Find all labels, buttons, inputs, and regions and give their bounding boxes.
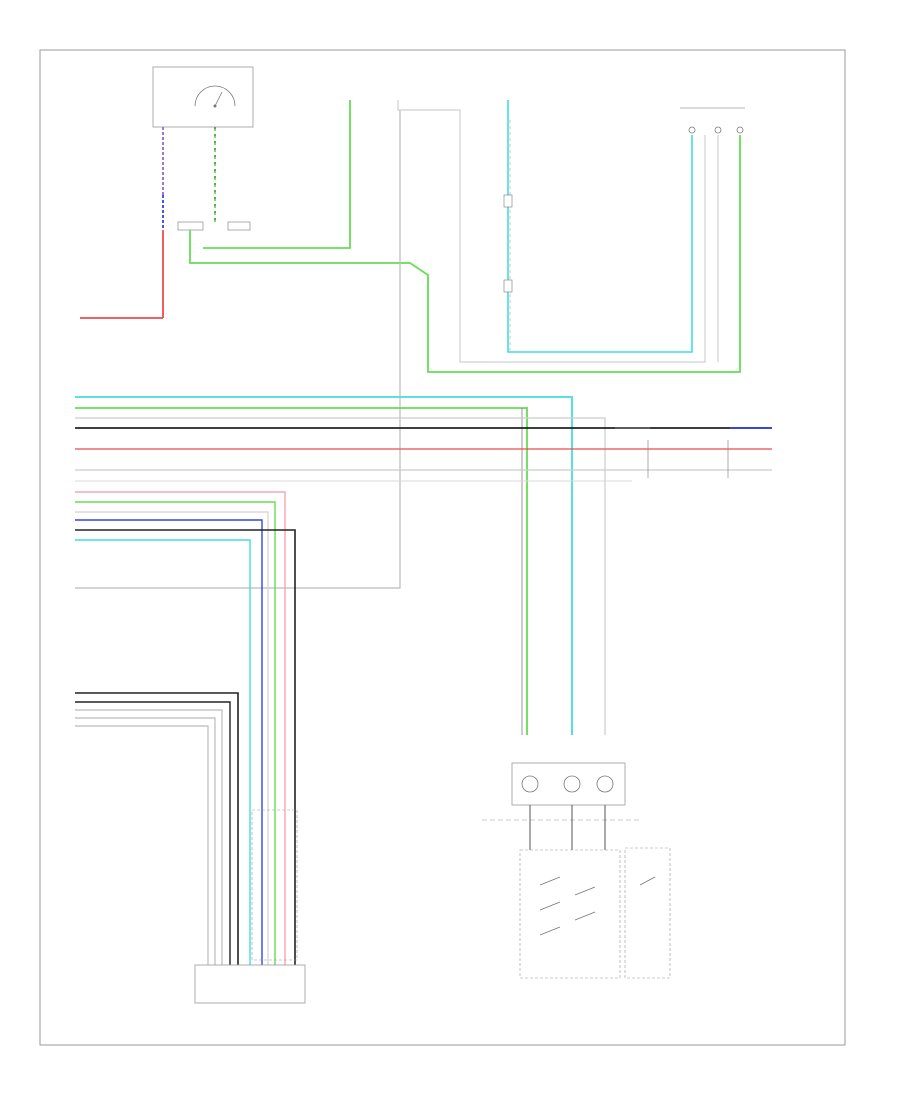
bottom-left-bundle	[75, 692, 239, 965]
wire-green-joint	[189, 100, 741, 373]
bottom-right-switch	[624, 847, 671, 979]
top-fuse-wires	[75, 100, 706, 589]
left-lower-bus	[75, 491, 296, 965]
joint-connectors	[177, 221, 251, 231]
dashed-section	[251, 809, 298, 961]
wire-violet-red	[80, 127, 164, 319]
bottom-center-switch	[482, 762, 640, 979]
mid-right-switch	[615, 427, 729, 478]
bottom-left-connector	[194, 964, 306, 1004]
top-left-module	[152, 66, 254, 128]
diagram-frame	[39, 49, 846, 1046]
middle-bus	[75, 396, 772, 735]
top-right-sensor	[680, 107, 745, 134]
